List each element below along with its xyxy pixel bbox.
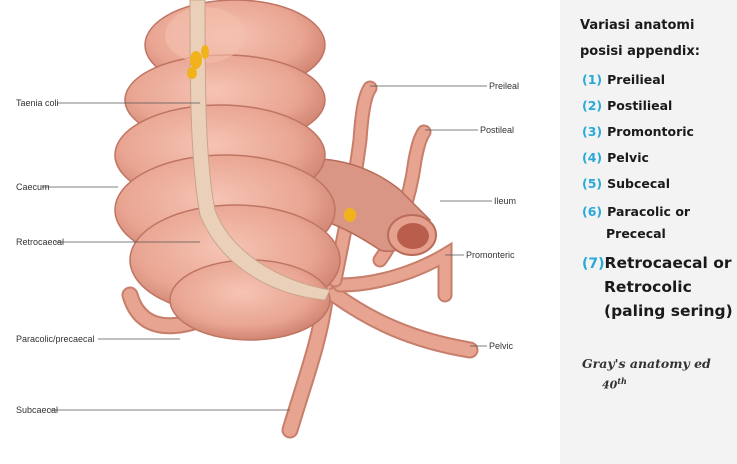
label-retrocaecal: Retrocaecal [16, 237, 64, 247]
legend-item-label: Promontoric [607, 124, 694, 139]
label-taenia-coli: Taenia coli [16, 98, 59, 108]
label-ileum: Ileum [494, 196, 516, 206]
legend-item: (6) Paracolic or [582, 204, 690, 219]
legend-item: (3) Promontoric [582, 124, 694, 139]
citation-edition-number: 40 [602, 379, 617, 392]
legend-panel: Variasi anatomi posisi appendix: (1) Prei… [560, 0, 737, 464]
legend-item-number: (1) [582, 72, 602, 87]
label-pelvic: Pelvic [489, 341, 514, 351]
legend-item: (5) Subcecal [582, 176, 670, 191]
label-subcaecal: Subcaecal [16, 405, 58, 415]
legend-item-continuation: Prececal [606, 226, 666, 241]
legend-highlight-line2: Retrocolic [604, 278, 692, 296]
legend-item-number: (3) [582, 124, 602, 139]
legend-item-label: Paracolic or [607, 204, 690, 219]
label-postileal: Postileal [480, 125, 514, 135]
legend-highlight-line3: (paling sering) [604, 302, 733, 320]
legend-item: (4) Pelvic [582, 150, 649, 165]
legend-item-label: Postilieal [607, 98, 672, 113]
legend-title: posisi appendix: [580, 44, 700, 59]
appendix-pelvic [335, 295, 470, 350]
label-promonteric: Promonteric [466, 250, 515, 260]
citation-edition-suffix: th [617, 376, 627, 386]
legend-item: (1) Preilieal [582, 72, 665, 87]
legend-item-label: Subcecal [607, 176, 670, 191]
legend-highlight-label: Retrocaecal or [605, 254, 732, 272]
label-caecum: Caecum [16, 182, 50, 192]
legend-item-number: (4) [582, 150, 602, 165]
legend-title: Variasi anatomi [580, 18, 694, 33]
legend-item-number: (2) [582, 98, 602, 113]
appendix-promonteric [340, 255, 445, 295]
legend-item-label: Pelvic [607, 150, 649, 165]
citation-edition: 40th [602, 376, 627, 392]
legend-item-label: Preilieal [607, 72, 665, 87]
legend-item-number: (6) [582, 204, 602, 219]
label-preileal: Preileal [489, 81, 519, 91]
legend-highlight: (7)Retrocaecal or [582, 254, 732, 272]
legend-item-number: (5) [582, 176, 602, 191]
fat-deposit [344, 208, 356, 222]
citation: Gray's anatomy ed [582, 356, 711, 371]
legend-item: (2) Postilieal [582, 98, 672, 113]
appendix-anatomy-illustration: Taenia coli Caecum Retrocaecal Paracolic… [0, 0, 560, 464]
legend-item-number: (7) [582, 256, 605, 272]
label-paracolic: Paracolic/precaecal [16, 334, 95, 344]
